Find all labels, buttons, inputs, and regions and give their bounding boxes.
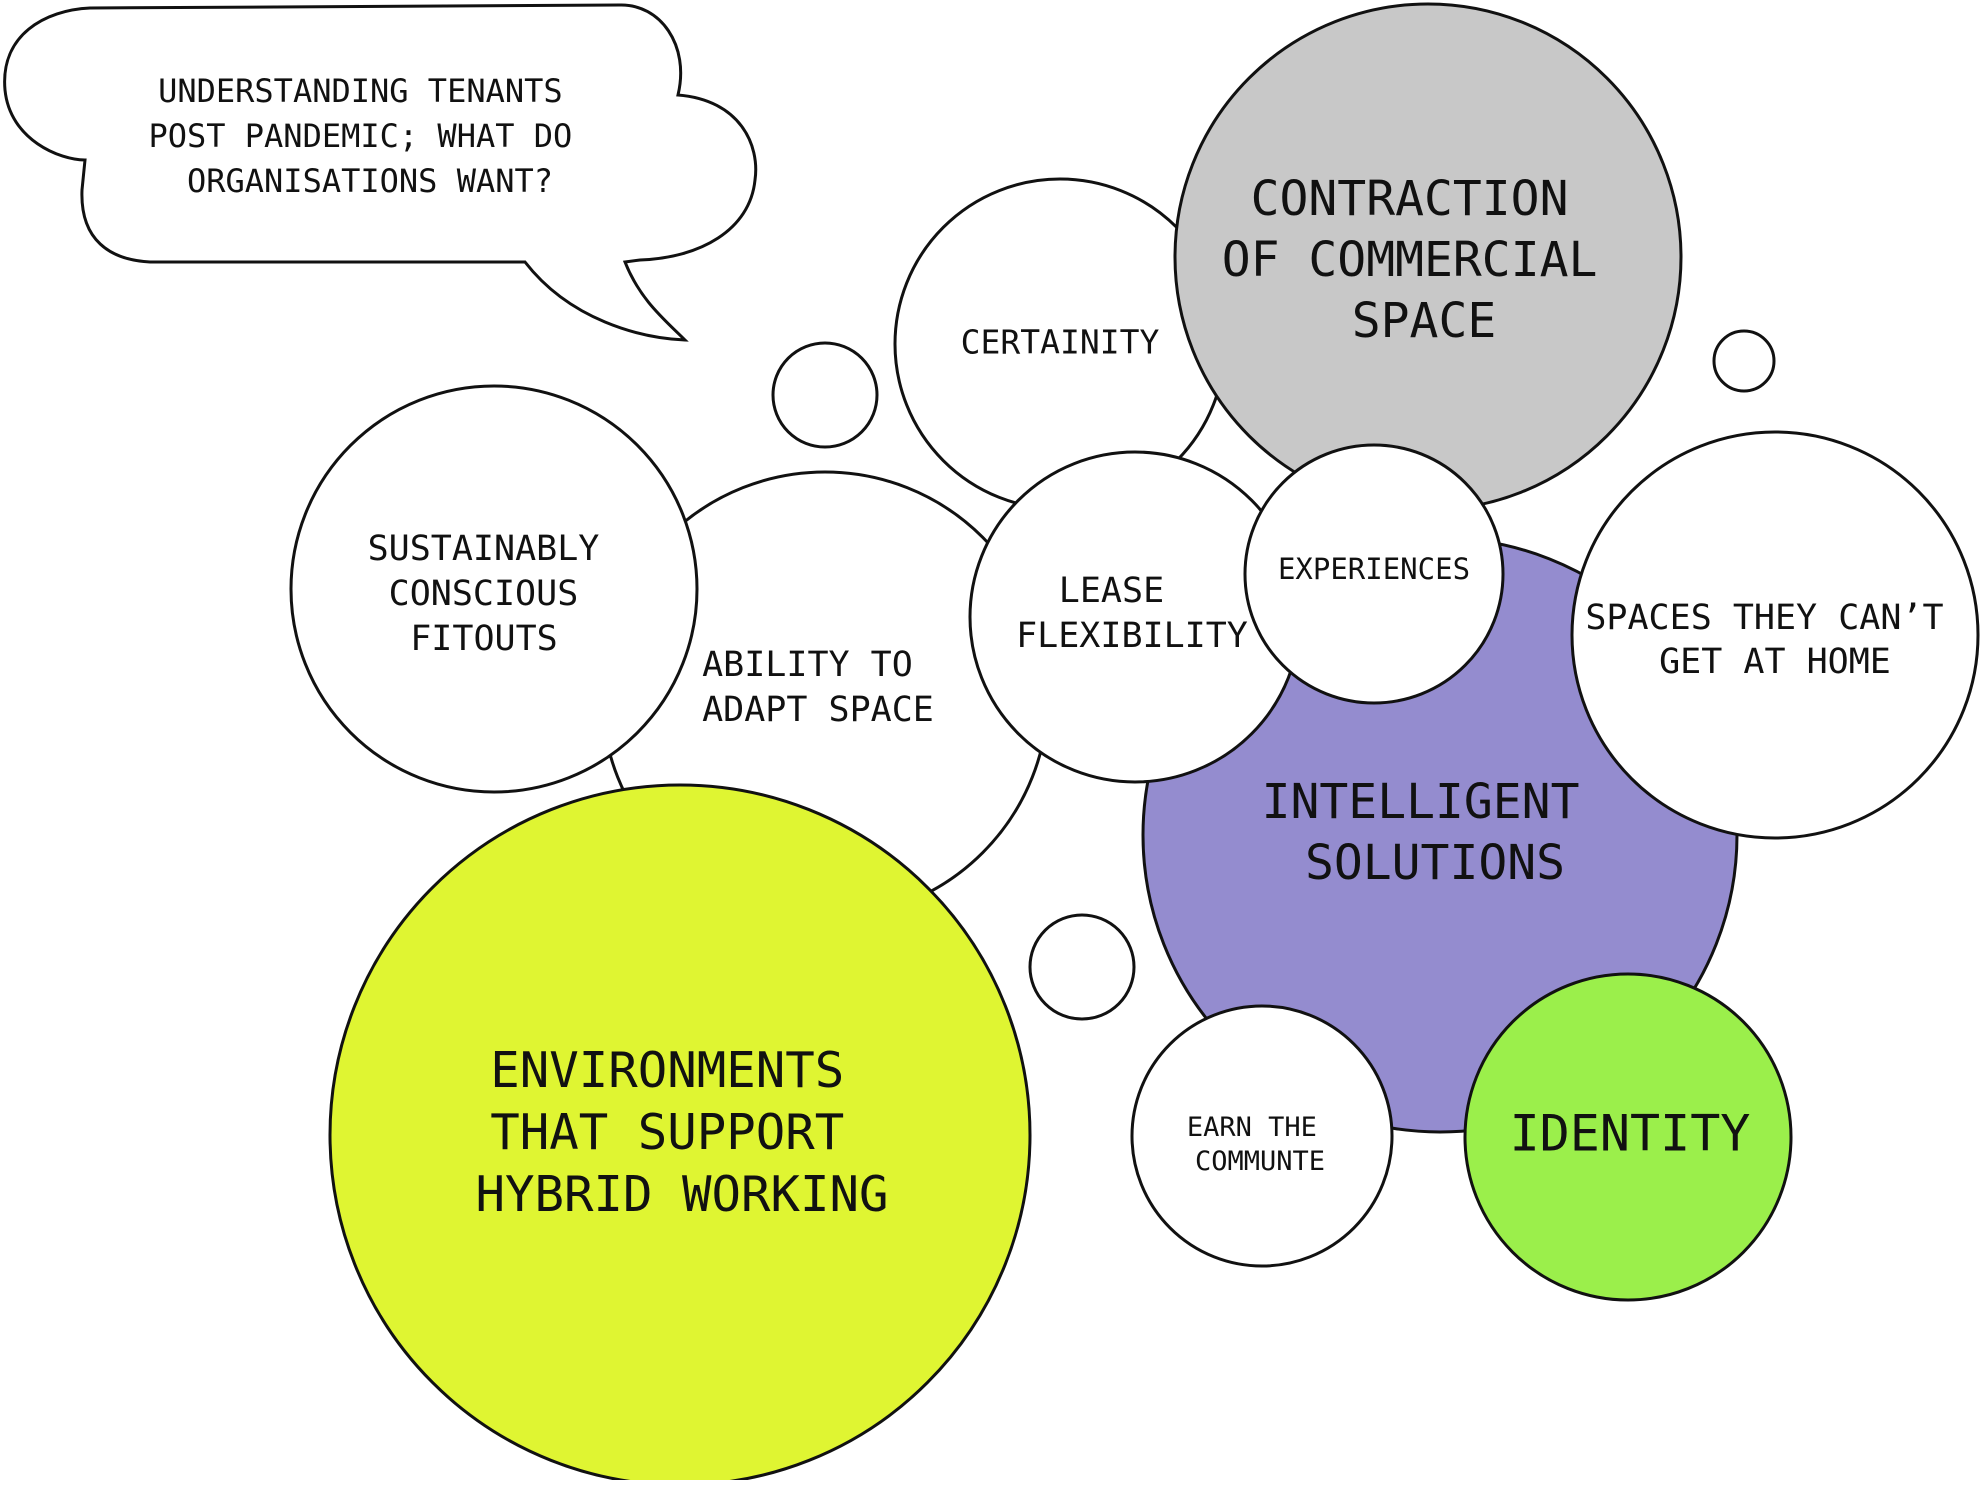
bubble-lease-flexibility-line: FLEXIBILITY xyxy=(1016,616,1248,656)
bubble-spaces-at-home-label: SPACES THEY CAN’T GET AT HOME xyxy=(1585,598,1964,682)
small-circle xyxy=(1712,329,1776,393)
bubble-spaces-at-home-line: SPACES THEY CAN’T xyxy=(1585,598,1943,638)
bubble-earn-commute: EARN THE COMMUNTE xyxy=(1130,1004,1394,1268)
small-circle xyxy=(771,341,879,449)
bubble-sustainable-fitouts: SUSTAINABLY CONSCIOUS FITOUTS xyxy=(289,384,699,794)
bubble-identity-circle xyxy=(1463,972,1793,1302)
bubble-contraction-line: SPACE xyxy=(1352,293,1497,349)
bubble-contraction-label: CONTRACTION OF COMMERCIAL SPACE xyxy=(1222,171,1627,349)
bubble-earn-commute-label: EARN THE COMMUNTE xyxy=(1187,1112,1333,1177)
bubble-earn-commute-line: COMMUNTE xyxy=(1195,1146,1325,1177)
speech-bubble: UNDERSTANDING TENANTS POST PANDEMIC; WHA… xyxy=(3,3,758,342)
bubble-experiences-label: EXPERIENCES xyxy=(1278,552,1470,586)
bubble-intelligent-solutions-label: INTELLIGENT SOLUTIONS xyxy=(1262,774,1609,891)
bubble-certainty-label: CERTAINITY xyxy=(961,323,1160,362)
bubble-contraction: CONTRACTION OF COMMERCIAL SPACE xyxy=(1173,2,1683,512)
small-circle xyxy=(1028,913,1136,1021)
speech-bubble-line: POST PANDEMIC; WHAT DO xyxy=(148,117,572,155)
bubble-sustainable-fitouts-line: CONSCIOUS xyxy=(389,574,579,614)
bubble-intelligent-solutions-line: SOLUTIONS xyxy=(1305,835,1565,891)
bubble-sustainable-fitouts-circle xyxy=(289,384,699,794)
bubble-experiences: EXPERIENCES xyxy=(1243,443,1505,705)
bubble-spaces-at-home-line: GET AT HOME xyxy=(1659,642,1891,682)
bubble-earn-commute-line: EARN THE xyxy=(1187,1112,1317,1143)
speech-bubble-line: UNDERSTANDING TENANTS xyxy=(158,72,563,110)
bubble-hybrid-working-label: ENVIRONMENTS THAT SUPPORT HYBRID WORKING xyxy=(475,1042,888,1223)
bubble-sustainable-fitouts-line: SUSTAINABLY xyxy=(368,529,600,569)
speech-bubble-line: ORGANISATIONS WANT? xyxy=(187,162,553,200)
bubble-adapt-space-label: ABILITY TO ADAPT SPACE xyxy=(702,645,934,730)
bubble-intelligent-solutions-line: INTELLIGENT xyxy=(1262,774,1580,830)
bubble-contraction-line: OF COMMERCIAL xyxy=(1222,232,1598,288)
bubble-spaces-at-home-circle xyxy=(1570,430,1980,840)
bubble-hybrid-working: ENVIRONMENTS THAT SUPPORT HYBRID WORKING xyxy=(328,783,1032,1485)
bubble-sustainable-fitouts-line: FITOUTS xyxy=(410,619,558,659)
bubble-hybrid-working-line: THAT SUPPORT xyxy=(490,1104,844,1161)
bubble-lease-flexibility-line: LEASE xyxy=(1059,571,1164,611)
bubble-hybrid-working-line: ENVIRONMENTS xyxy=(490,1042,844,1099)
bubble-identity-label: IDENTITY xyxy=(1510,1105,1751,1163)
bubble-earn-commute-circle xyxy=(1130,1004,1394,1268)
bubble-lease-flexibility: LEASE FLEXIBILITY xyxy=(968,450,1302,784)
bubble-sustainable-fitouts-label: SUSTAINABLY CONSCIOUS FITOUTS xyxy=(368,529,621,659)
bubble-experiences-circle xyxy=(1243,443,1505,705)
bubble-contraction-line: CONTRACTION xyxy=(1251,171,1569,227)
bubble-adapt-space-line: ABILITY TO xyxy=(702,645,913,685)
speech-bubble-shape xyxy=(3,3,758,342)
bubble-identity: IDENTITY xyxy=(1463,972,1793,1302)
speech-bubble-text: UNDERSTANDING TENANTS POST PANDEMIC; WHA… xyxy=(148,72,591,200)
bubble-hybrid-working-circle xyxy=(328,783,1032,1485)
bubble-spaces-at-home: SPACES THEY CAN’T GET AT HOME xyxy=(1570,430,1980,840)
bubble-certainty: CERTAINITY xyxy=(893,177,1227,511)
bubble-adapt-space-line: ADAPT SPACE xyxy=(702,690,934,730)
bubble-hybrid-working-line: HYBRID WORKING xyxy=(475,1166,888,1223)
bubble-lease-flexibility-label: LEASE FLEXIBILITY xyxy=(1016,571,1248,656)
